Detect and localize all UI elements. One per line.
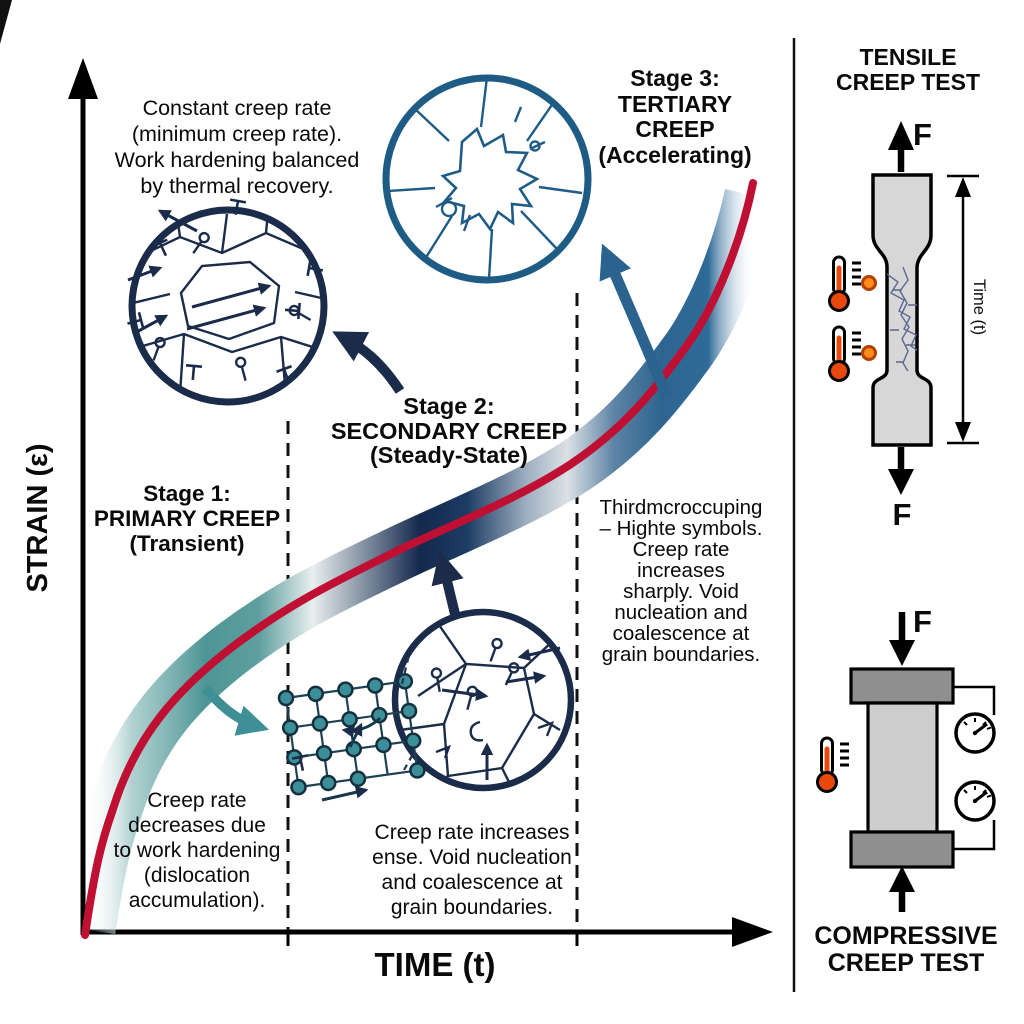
page-corner-mark — [0, 0, 12, 44]
stage1-label: Stage 1: PRIMARY CREEP (Transient) — [93, 481, 281, 556]
compressive-test-title: COMPRESSIVE CREEP TEST — [814, 922, 998, 977]
y-axis-label: STRAIN (ε) — [22, 443, 54, 593]
heat-dot-icon — [861, 275, 877, 291]
stage2-label: Stage 2: SECONDARY CREEP (Steady-State) — [330, 393, 568, 468]
gauge-connectors — [953, 685, 996, 851]
x-axis — [81, 917, 773, 947]
force-arrow-icon — [889, 612, 915, 666]
tertiary-microstructure-circle — [382, 74, 592, 284]
tensile-specimen — [871, 173, 933, 447]
x-axis-label: TIME (t) — [374, 946, 496, 983]
secondary-microstructure-circle — [391, 608, 575, 792]
crystal-lattice — [277, 650, 426, 802]
top-platen — [849, 667, 955, 705]
tensile-test-illustration — [830, 121, 979, 495]
bottom-platen — [849, 830, 955, 869]
force-arrow-icon — [888, 121, 914, 172]
thermometer-icon — [818, 738, 850, 792]
primary-microstructure-circle — [124, 198, 328, 406]
y-axis — [68, 58, 98, 935]
dial-gauge-icon — [954, 780, 996, 822]
compressive-specimen — [866, 701, 939, 834]
tertiary-creep-annotation: Thirdmcroccuping – Highte symbols. Creep… — [599, 496, 763, 666]
heat-dot-icon — [861, 345, 877, 361]
thermometer-icon — [830, 257, 862, 311]
stage2-circle-arrow — [431, 550, 464, 616]
creep-curve — [81, 179, 757, 939]
time-dimension-label: Time (t) — [970, 278, 988, 336]
x-axis-ticks — [286, 932, 579, 946]
tensile-force-bottom-label: F — [892, 497, 912, 532]
stage3-label: Stage 3: TERTIARY CREEP (Accelerating) — [598, 65, 752, 168]
primary-creep-annotation: Creep rate decreases due to work hardeni… — [113, 789, 281, 912]
lattice-zoom-connectors — [400, 650, 414, 771]
force-arrow-icon — [889, 866, 915, 912]
specimen-grain-texture — [887, 267, 917, 371]
primary-callout-arrow — [201, 684, 270, 736]
tensile-force-top-label: F — [913, 117, 932, 152]
force-arrow-icon — [888, 447, 914, 495]
secondary-creep-annotation: Creep rate increases ense. Void nucleati… — [372, 821, 572, 919]
constant-creep-rate-annotation: Constant creep rate (minimum creep rate)… — [114, 96, 360, 198]
slip-arrows — [127, 209, 272, 336]
stage3-circle-arrow — [599, 243, 673, 400]
y-axis-arrowhead — [68, 58, 98, 99]
dimension-arrow-icon — [947, 174, 979, 445]
stage1-circle-arrow — [332, 331, 405, 394]
compressive-test-illustration — [818, 612, 996, 912]
tensile-test-title: TENSILE CREEP TEST — [836, 44, 980, 95]
thermometer-icon — [830, 327, 862, 381]
slip-arrows — [441, 646, 561, 780]
compressive-force-label: F — [913, 604, 932, 639]
x-axis-arrowhead — [732, 917, 773, 947]
dial-gauge-icon — [954, 712, 996, 754]
